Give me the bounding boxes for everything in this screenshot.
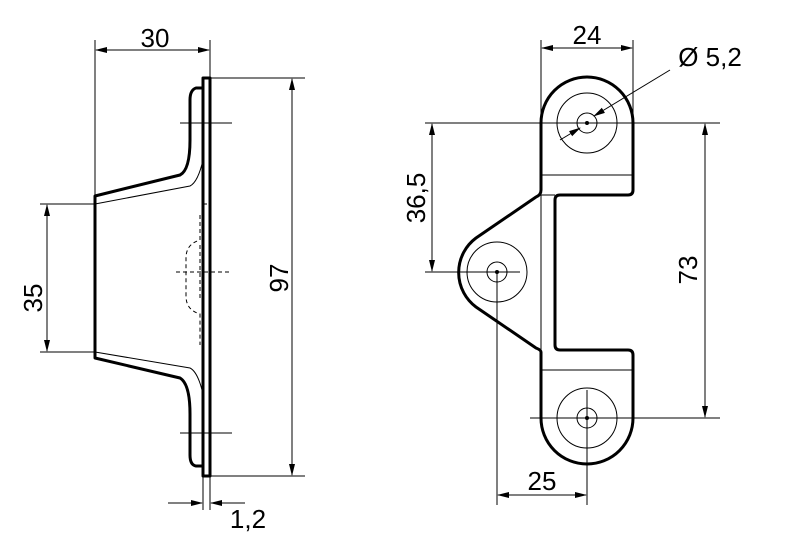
front-view: 24 Ø 5,2 36,5 73 25 (401, 20, 742, 505)
dim-thickness: 1,2 (230, 504, 266, 534)
dim-offset-vertical: 36,5 (401, 173, 431, 224)
dim-hole-spacing: 73 (673, 256, 703, 285)
dim-side-height: 97 (264, 264, 294, 293)
dim-ear-width: 24 (573, 20, 602, 50)
side-view: 30 97 35 1,2 (18, 23, 305, 534)
dim-hole-diameter: Ø 5,2 (678, 42, 742, 72)
dim-side-inner: 35 (18, 284, 48, 313)
dim-offset-horizontal: 25 (528, 466, 557, 496)
dim-side-width: 30 (141, 23, 170, 53)
